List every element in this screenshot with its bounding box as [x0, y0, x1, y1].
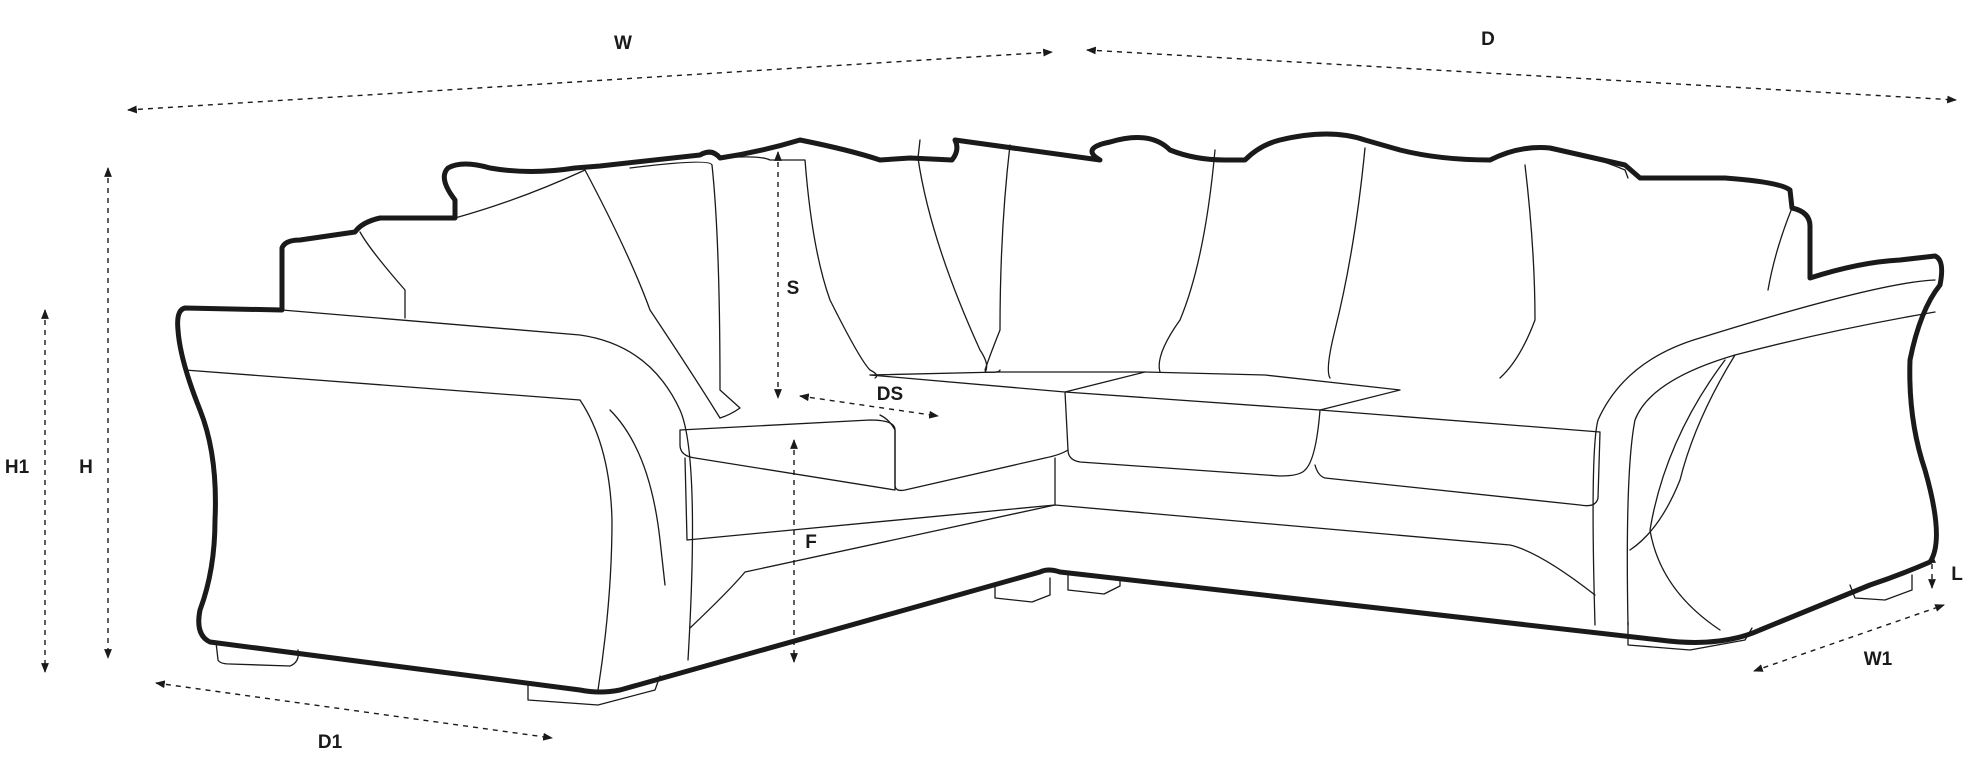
- w-arrow: [127, 48, 1053, 114]
- left-back-cushion-5: [984, 144, 1011, 371]
- right-arm-top-curve: [1592, 279, 1936, 626]
- label-w: W: [614, 33, 632, 54]
- label-d1: D1: [318, 732, 343, 753]
- left-seat-cushion-2-top: [869, 371, 1146, 393]
- label-s: S: [787, 278, 800, 299]
- sofa-outline-top: [175, 131, 1945, 695]
- base-front-panel-left: [684, 457, 1056, 541]
- d1-arrow: [155, 680, 553, 741]
- label-l: L: [1951, 564, 1963, 585]
- base-front-panel-right: [1054, 504, 1596, 596]
- base-front-panel-diagonal: [689, 504, 1056, 629]
- left-back-cushion-2: [629, 161, 741, 419]
- foot-left-front: [215, 641, 299, 667]
- foot-right-end: [1849, 574, 1913, 601]
- right-back-cushion-3: [1549, 149, 1629, 179]
- right-arm-inner-curve-2: [1649, 359, 1726, 631]
- foot-center-2: [1067, 573, 1121, 595]
- corner-back-cushion: [1158, 149, 1216, 373]
- foot-center-1: [994, 577, 1051, 603]
- foot-right-front: [1627, 621, 1753, 651]
- left-back-cushion-1b: [454, 169, 721, 419]
- dimension-labels: W D H1 H S DS F D1 W1 L: [5, 29, 1963, 753]
- label-h: H: [79, 457, 93, 478]
- label-w1: W1: [1864, 649, 1893, 670]
- left-seat-cushion-2: [869, 374, 1069, 492]
- left-arm-inner-curve: [579, 399, 613, 691]
- label-d: D: [1481, 29, 1495, 50]
- right-seat-cushion-2: [1314, 409, 1601, 507]
- left-arm-top-curve: [281, 309, 694, 661]
- left-back-cushion-1: [359, 231, 406, 319]
- label-f: F: [805, 532, 817, 553]
- w1-arrow: [1753, 604, 1945, 672]
- right-seat-cushion-1: [1064, 391, 1321, 477]
- label-ds: DS: [877, 384, 903, 405]
- right-arm-front-line: [1626, 311, 1936, 626]
- left-arm-inner-curve-2: [609, 409, 666, 586]
- d-arrow: [1086, 46, 1957, 104]
- right-back-cushion-4: [1767, 207, 1793, 291]
- right-back-cushion-2: [1499, 164, 1536, 379]
- left-seat-cushion-1: [679, 419, 896, 491]
- left-back-cushion-3: [719, 156, 878, 379]
- ds-arrow: [799, 393, 939, 419]
- left-arm-front-line: [184, 369, 581, 401]
- sofa-illustration: [175, 131, 1945, 706]
- right-back-cushion-1: [1327, 147, 1366, 379]
- dimension-lines: [41, 46, 1957, 741]
- right-arm-inner-curve: [1629, 354, 1736, 551]
- label-h1: H1: [5, 457, 30, 478]
- left-back-cushion-4: [917, 139, 1001, 373]
- right-seat-cushion-top: [1144, 371, 1401, 411]
